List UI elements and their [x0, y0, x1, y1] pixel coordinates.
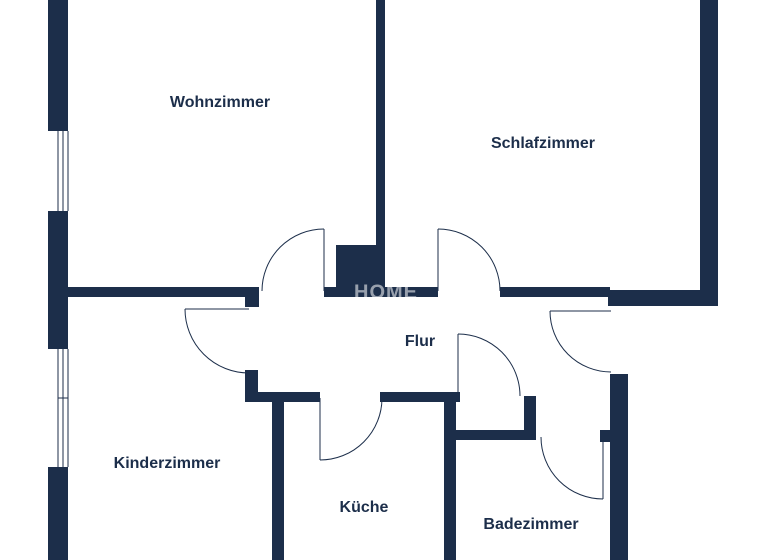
label-kueche: Küche [339, 499, 389, 516]
wall-bath-north [444, 430, 536, 440]
door-living [261, 228, 325, 292]
wall-bath-east-stub [600, 430, 610, 442]
wall-west-top [48, 0, 68, 131]
wall-west-bottom [48, 467, 68, 560]
door-bedroom [437, 228, 501, 292]
wall-living-bedroom [376, 0, 385, 290]
door-east-hall [549, 310, 612, 373]
door-bathroom [540, 436, 604, 500]
wall-east-bedroom [700, 0, 718, 306]
label-schlafzimmer: Schlafzimmer [490, 135, 596, 152]
door-storage [457, 333, 521, 397]
wall-living-south-end [245, 287, 259, 307]
wall-kitchen-bath [444, 392, 456, 560]
label-wohnzimmer: Wohnzimmer [169, 94, 271, 111]
watermark-logo: HOME [354, 281, 418, 304]
wall-living-south [68, 287, 258, 297]
wall-pillar [336, 245, 385, 290]
window-west-lower [57, 349, 69, 467]
wall-bedroom-south [500, 287, 610, 297]
door-kitchen [319, 397, 383, 461]
label-flur: Flur [404, 333, 436, 350]
wall-hall-south-right [524, 396, 536, 438]
label-kinderzimmer: Kinderzimmer [113, 455, 221, 472]
label-badezimmer: Badezimmer [483, 516, 579, 533]
window-west-upper [57, 131, 69, 211]
wall-east-step [608, 290, 718, 306]
wall-hall-north-mid [324, 287, 438, 297]
door-kids [184, 308, 250, 374]
wall-west-mid [48, 211, 68, 349]
wall-east-lower [610, 374, 628, 560]
wall-kids-kitchen [272, 392, 284, 560]
wall-hall-south-kitchen [380, 392, 460, 402]
